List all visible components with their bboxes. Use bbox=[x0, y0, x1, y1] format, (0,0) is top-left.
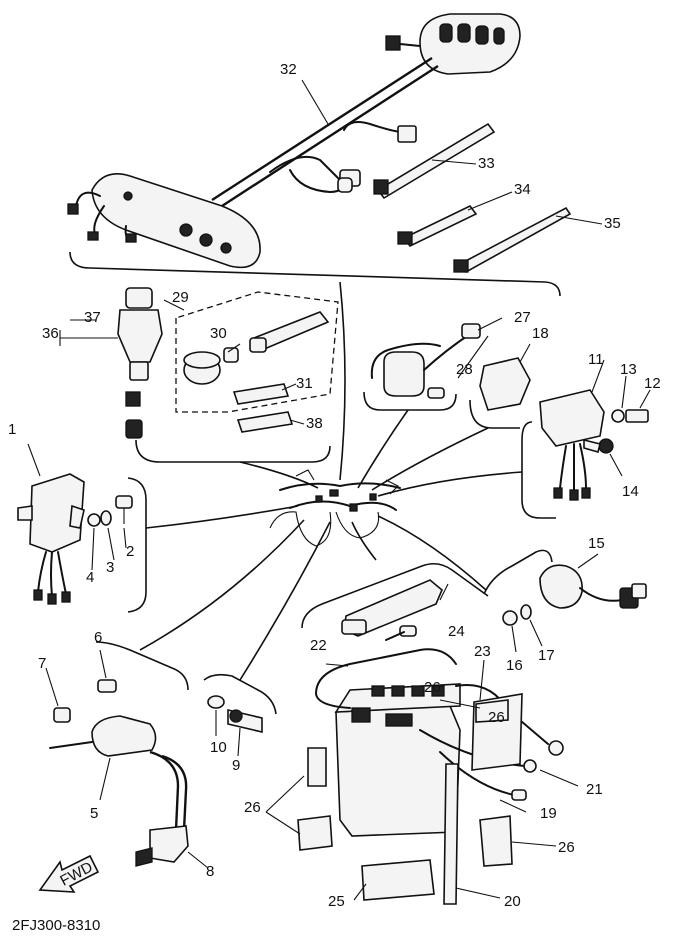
sensor-group bbox=[502, 553, 647, 653]
callout-28: 28 bbox=[456, 361, 473, 378]
rear-lamp-housing bbox=[419, 13, 521, 75]
callout-4: 4 bbox=[86, 569, 94, 586]
drawing-code: 2FJ300-8310 bbox=[12, 917, 100, 934]
callout-30: 30 bbox=[210, 325, 227, 342]
vent-tube-20 bbox=[443, 763, 459, 905]
callout-29: 29 bbox=[172, 289, 189, 306]
cdi-group bbox=[17, 443, 133, 605]
ignition-coil-group bbox=[45, 649, 209, 869]
lead-lines bbox=[139, 281, 523, 681]
callout-25: 25 bbox=[328, 893, 345, 910]
callout-34: 34 bbox=[514, 181, 531, 198]
label-strip-38 bbox=[236, 411, 294, 433]
top-harness-assembly bbox=[67, 13, 572, 274]
plug-group bbox=[207, 695, 263, 757]
fwd-arrow bbox=[38, 854, 100, 893]
callout-27: 27 bbox=[514, 309, 531, 326]
bracket-rectifier bbox=[521, 421, 556, 519]
callout-35: 35 bbox=[604, 215, 621, 232]
bracket-top-assembly bbox=[69, 251, 561, 297]
callout-6: 6 bbox=[94, 629, 102, 646]
callout-leaders bbox=[301, 79, 603, 225]
callout-18: 18 bbox=[532, 325, 549, 342]
group-brackets bbox=[69, 251, 561, 715]
bracket-main-switch bbox=[135, 439, 331, 463]
callout-26-pad: 26 bbox=[488, 709, 505, 726]
callout-10: 10 bbox=[210, 739, 227, 756]
callout-20: 20 bbox=[504, 893, 521, 910]
pad-26a bbox=[307, 747, 327, 787]
bracket-sensor-15 bbox=[483, 549, 553, 595]
battery-group bbox=[265, 579, 579, 905]
callout-8: 8 bbox=[206, 863, 214, 880]
callout-7: 7 bbox=[38, 655, 46, 672]
bracket-ignition-coil bbox=[95, 641, 189, 691]
callout-5: 5 bbox=[90, 805, 98, 822]
callout-1: 1 bbox=[8, 421, 16, 438]
battery-caps bbox=[351, 685, 445, 727]
callout-33: 33 bbox=[478, 155, 495, 172]
battery-cable-22 bbox=[314, 648, 457, 709]
main-switch-group bbox=[59, 287, 339, 439]
pad-26b bbox=[297, 815, 333, 851]
pad-25 bbox=[361, 859, 435, 901]
sensor-15 bbox=[539, 564, 583, 609]
pad-26c bbox=[479, 815, 513, 867]
rectifier-group bbox=[539, 359, 651, 501]
callout-32: 32 bbox=[280, 61, 297, 78]
callout-11: 11 bbox=[588, 351, 604, 368]
callout-38: 38 bbox=[306, 415, 323, 432]
cable-tie-35 bbox=[458, 206, 572, 274]
kit-box-29 bbox=[175, 291, 339, 413]
switch-key bbox=[125, 287, 153, 309]
starter-relay bbox=[383, 351, 425, 397]
bracket-left-cdi bbox=[127, 477, 147, 613]
callout-26-left: 26 bbox=[244, 799, 261, 816]
callout-31: 31 bbox=[296, 375, 313, 392]
callout-16: 16 bbox=[506, 657, 523, 674]
callout-13: 13 bbox=[620, 361, 637, 378]
callout-26-right: 26 bbox=[558, 839, 575, 856]
main-harness-cluster bbox=[269, 469, 401, 547]
front-lamp-housing bbox=[91, 173, 261, 269]
callout-17: 17 bbox=[538, 647, 555, 664]
bracket-battery bbox=[301, 562, 489, 629]
callout-24: 24 bbox=[448, 623, 465, 640]
callout-23: 23 bbox=[474, 643, 491, 660]
callout-26-top: 26 bbox=[424, 679, 441, 696]
callout-numbers: 1 2 3 4 5 6 7 8 9 10 11 12 13 14 15 16 1… bbox=[8, 61, 661, 910]
callout-2: 2 bbox=[126, 543, 134, 560]
relay-18 bbox=[479, 357, 531, 411]
callout-14: 14 bbox=[622, 483, 639, 500]
callout-37: 37 bbox=[84, 309, 101, 326]
callout-19: 19 bbox=[540, 805, 557, 822]
callout-21: 21 bbox=[586, 781, 603, 798]
bracket-plug-cap bbox=[203, 673, 277, 715]
cdi-unit bbox=[29, 473, 85, 553]
ignition-coil bbox=[91, 715, 157, 757]
spark-plug-cap bbox=[149, 825, 189, 863]
callout-12: 12 bbox=[644, 375, 661, 392]
main-switch-body bbox=[117, 309, 163, 363]
rectifier-regulator bbox=[539, 389, 605, 447]
bracket-relay-18 bbox=[469, 399, 520, 429]
bracket-starter-relay bbox=[363, 391, 457, 411]
callout-3: 3 bbox=[106, 559, 114, 576]
callout-22: 22 bbox=[310, 637, 327, 654]
fwd-indicator: FWD bbox=[38, 854, 100, 893]
pad-26d bbox=[475, 699, 509, 723]
callout-9: 9 bbox=[232, 757, 240, 774]
callout-36: 36 bbox=[42, 325, 59, 342]
callout-15: 15 bbox=[588, 535, 605, 552]
cable-tie-34 bbox=[402, 204, 478, 248]
starter-relay-group bbox=[370, 317, 531, 411]
label-strip-31 bbox=[232, 383, 290, 405]
cable-tie-33 bbox=[376, 122, 496, 200]
